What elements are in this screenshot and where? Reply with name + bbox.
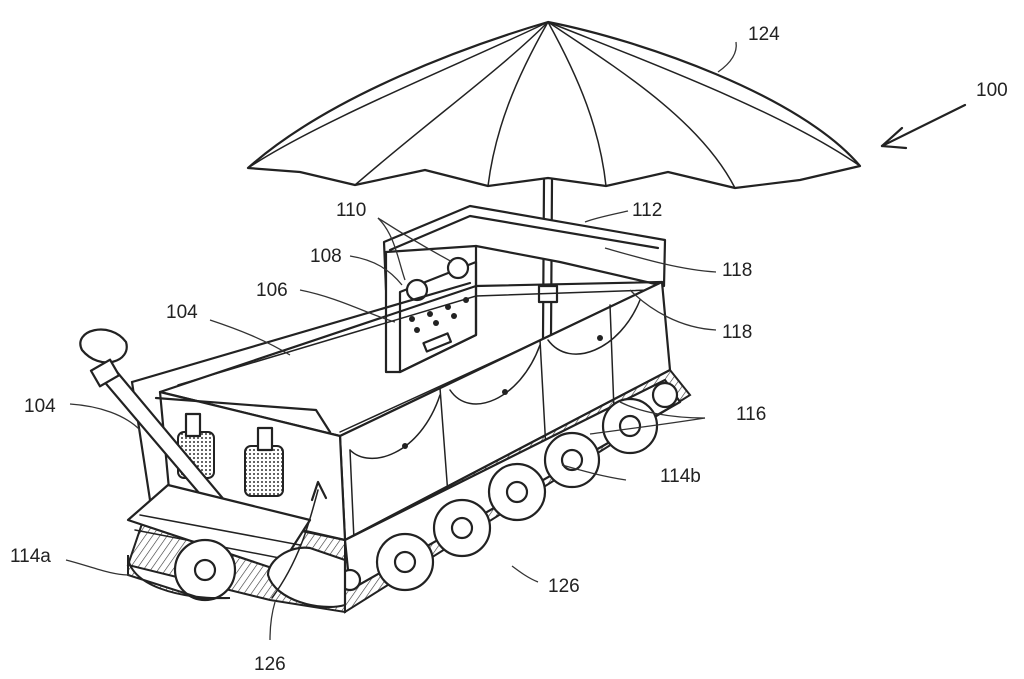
arrow-100: [880, 103, 967, 150]
label-114b: 114b: [660, 466, 701, 487]
label-126-bottom: 126: [254, 654, 286, 675]
label-108: 108: [310, 246, 342, 267]
label-112: 112: [632, 200, 662, 221]
label-118-upper: 118: [722, 260, 752, 281]
label-124: 124: [748, 24, 780, 45]
right-track: [338, 368, 692, 614]
label-110: 110: [336, 200, 366, 221]
reference-labels: 100 124 110 112 108 106 104 104 118 118 …: [10, 24, 1008, 675]
label-126-right: 126: [548, 576, 580, 597]
label-118-lower: 118: [722, 322, 752, 343]
arrow-126-inner: [271, 480, 328, 599]
label-106: 106: [256, 280, 288, 301]
leader-lines: [65, 41, 737, 641]
label-100: 100: [976, 80, 1008, 101]
label-114a: 114a: [10, 546, 51, 567]
left-track: [126, 483, 347, 614]
label-104-side: 104: [24, 396, 56, 417]
label-116: 116: [736, 404, 766, 425]
umbrella-canopy: [246, 20, 862, 190]
label-104-top: 104: [166, 302, 198, 323]
